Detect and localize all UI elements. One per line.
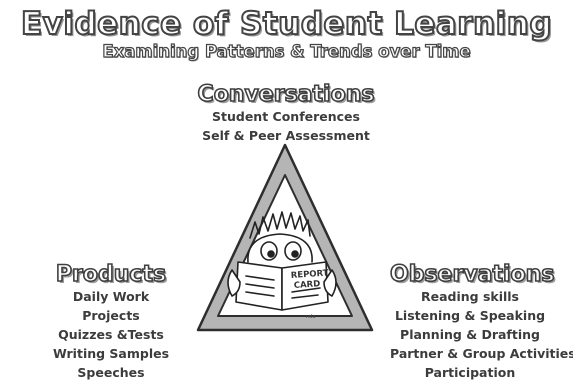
conversations-heading: Conversations	[197, 81, 376, 108]
illustrator-signature: nda	[306, 314, 315, 320]
products-section: Products Daily Work Projects Quizzes &Te…	[48, 261, 174, 382]
observations-heading: Observations	[389, 261, 555, 288]
products-item: Speeches	[77, 365, 145, 380]
conversations-item: Student Conferences	[212, 109, 360, 124]
products-list: Daily Work Projects Quizzes &Tests Writi…	[48, 287, 174, 382]
observations-item: Planning & Drafting	[400, 327, 540, 342]
report-card-label-line1: REPORT	[291, 268, 330, 281]
conversations-item: Self & Peer Assessment	[202, 128, 370, 143]
observations-item: Reading skills	[420, 289, 520, 304]
products-item: Projects	[82, 308, 140, 323]
observations-list: Reading skills Listening & Speaking Plan…	[390, 287, 573, 382]
observations-item: Partner & Group Activities	[390, 346, 573, 361]
left-hand	[227, 269, 241, 297]
report-card-label-line2: CARD	[294, 279, 321, 291]
observations-section: Observations Reading skills Listening & …	[389, 261, 573, 382]
products-item: Quizzes &Tests	[58, 327, 164, 342]
observations-item: Listening & Speaking	[394, 308, 546, 323]
conversations-section: Conversations Student Conferences Self &…	[186, 81, 386, 145]
page-title: Evidence of Student Learning	[20, 5, 553, 43]
hair	[249, 211, 311, 239]
page-subtitle: Examining Patterns & Trends over Time	[102, 41, 471, 61]
products-item: Writing Samples	[52, 346, 170, 361]
products-heading: Products	[55, 261, 167, 288]
products-item: Daily Work	[72, 289, 150, 304]
observations-item: Participation	[424, 365, 516, 380]
right-hand	[323, 269, 337, 297]
student-reading-report-card-illustration	[227, 211, 337, 311]
conversations-list: Student Conferences Self & Peer Assessme…	[186, 107, 386, 145]
